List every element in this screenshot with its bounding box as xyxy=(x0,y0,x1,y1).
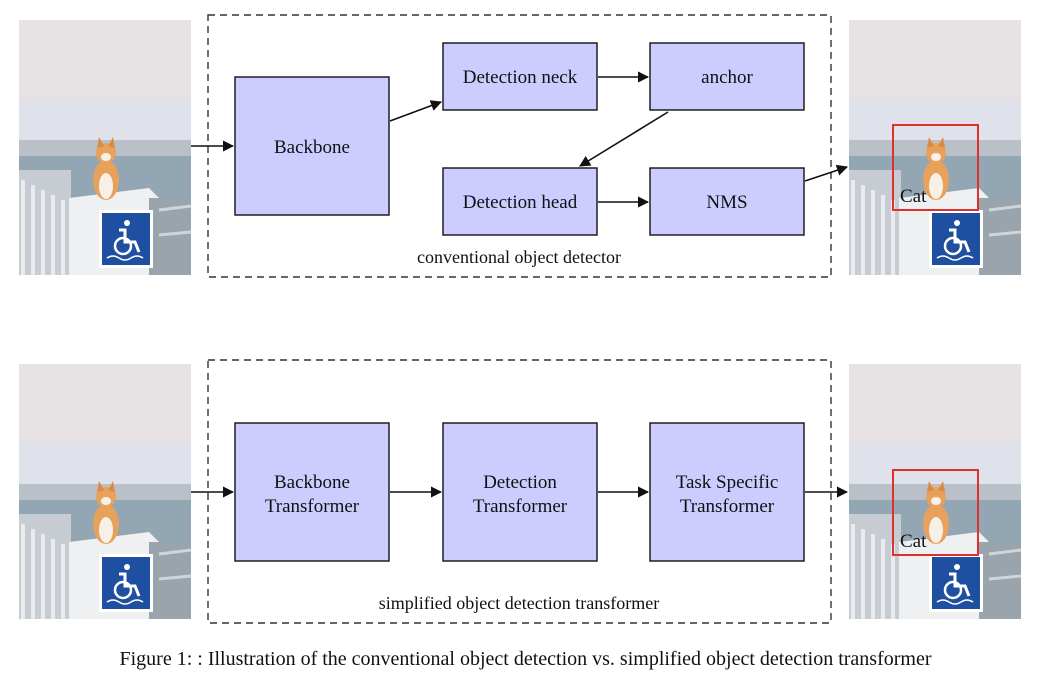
detection-head-label: Detection head xyxy=(463,192,578,213)
detection-transformer-label-line2: Transformer xyxy=(473,496,568,517)
task-specific-transformer-box xyxy=(649,422,805,562)
arrow-backbone-to-neck xyxy=(389,100,443,122)
backbone-box xyxy=(234,76,390,216)
detection-transformer-label-line1: Detection xyxy=(483,472,557,493)
anchor-box xyxy=(649,42,805,111)
detection-neck-label: Detection neck xyxy=(463,67,578,88)
backbone-transformer-box xyxy=(234,422,390,562)
input-image-top xyxy=(17,18,193,277)
task-specific-transformer-label-line2: Transformer xyxy=(680,496,775,517)
arrow-nms-to-output xyxy=(804,164,849,182)
figure-caption: Figure 1: : Illustration of the conventi… xyxy=(119,648,932,670)
arrow-anchor-to-head xyxy=(579,111,669,167)
simplified-transformer-label: simplified object detection transformer xyxy=(379,593,659,613)
output-image-bottom xyxy=(847,362,1023,621)
anchor-label: anchor xyxy=(701,67,753,88)
bounding-box-top xyxy=(892,124,979,211)
output-image-top xyxy=(847,18,1023,277)
backbone-transformer-label-line2: Transformer xyxy=(265,496,360,517)
backbone-label: Backbone xyxy=(274,137,350,158)
task-specific-transformer-label-line1: Task Specific xyxy=(676,472,779,493)
conventional-detector-label: conventional object detector xyxy=(417,247,621,267)
nms-label: NMS xyxy=(706,192,747,213)
detection-head-box xyxy=(442,167,598,236)
backbone-transformer-label-line1: Backbone xyxy=(274,472,350,493)
output-label-bottom: Cat xyxy=(900,531,927,552)
input-image-bottom xyxy=(17,362,193,621)
bounding-box-bottom xyxy=(892,469,979,556)
detection-transformer-box xyxy=(442,422,598,562)
output-label-top: Cat xyxy=(900,186,927,207)
nms-box xyxy=(649,167,805,236)
detection-neck-box xyxy=(442,42,598,111)
